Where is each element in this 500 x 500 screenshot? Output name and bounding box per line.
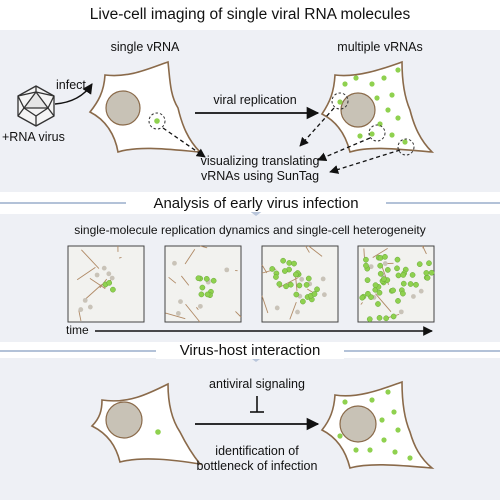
cell-multiple-vrna	[320, 60, 435, 156]
virus-host-heading: Virus-host interaction	[156, 342, 344, 360]
vrna-dots	[337, 67, 408, 145]
visualizing-label-line2: vRNAs using SunTag	[200, 169, 320, 183]
panel-top	[0, 30, 500, 192]
microscopy-frame-3	[261, 245, 339, 323]
virus-icon	[17, 85, 55, 127]
microscopy-frame-1	[67, 245, 145, 323]
figure-title: Live-cell imaging of single viral RNA mo…	[89, 6, 411, 23]
virus-label: +RNA virus	[2, 130, 65, 144]
visualizing-label-line1: visualizing translating	[200, 154, 320, 168]
replication-label: viral replication	[213, 93, 297, 107]
multiple-vrnas-label: multiple vRNAs	[337, 40, 423, 54]
panel-bottom	[0, 358, 500, 500]
nucleus	[105, 401, 143, 439]
analysis-subtitle: single-molecule replication dynamics and…	[74, 223, 426, 237]
microscopy-frame-4	[357, 245, 435, 323]
nucleus	[105, 90, 141, 126]
zoom-circle	[368, 124, 386, 142]
vrna-dot	[155, 429, 161, 435]
infect-arrow	[54, 83, 93, 105]
infect-label: infect	[56, 78, 86, 92]
zoom-circle	[397, 138, 415, 156]
single-vrna-label: single vRNA	[110, 40, 180, 54]
zoom-circle	[148, 112, 166, 130]
nucleus	[340, 92, 376, 128]
cell-multiple-vrna-bottom	[320, 380, 435, 469]
zoom-circle	[331, 92, 349, 110]
inhibition-symbol	[250, 396, 264, 413]
analysis-heading: Analysis of early virus infection	[126, 195, 386, 213]
cell-single-vrna-bottom	[90, 382, 202, 466]
vrna-dot	[154, 118, 160, 124]
time-label: time	[66, 323, 89, 337]
microscopy-frame-2	[164, 245, 242, 323]
bottleneck-label-line1: identification of	[215, 444, 299, 458]
vrna-dots	[337, 389, 413, 461]
bottleneck-label-line2: bottleneck of infection	[196, 459, 318, 473]
microscopy-sequence	[67, 245, 435, 323]
visualizing-arrows	[162, 107, 401, 174]
antiviral-label: antiviral signaling	[209, 377, 305, 391]
nucleus	[339, 405, 377, 443]
